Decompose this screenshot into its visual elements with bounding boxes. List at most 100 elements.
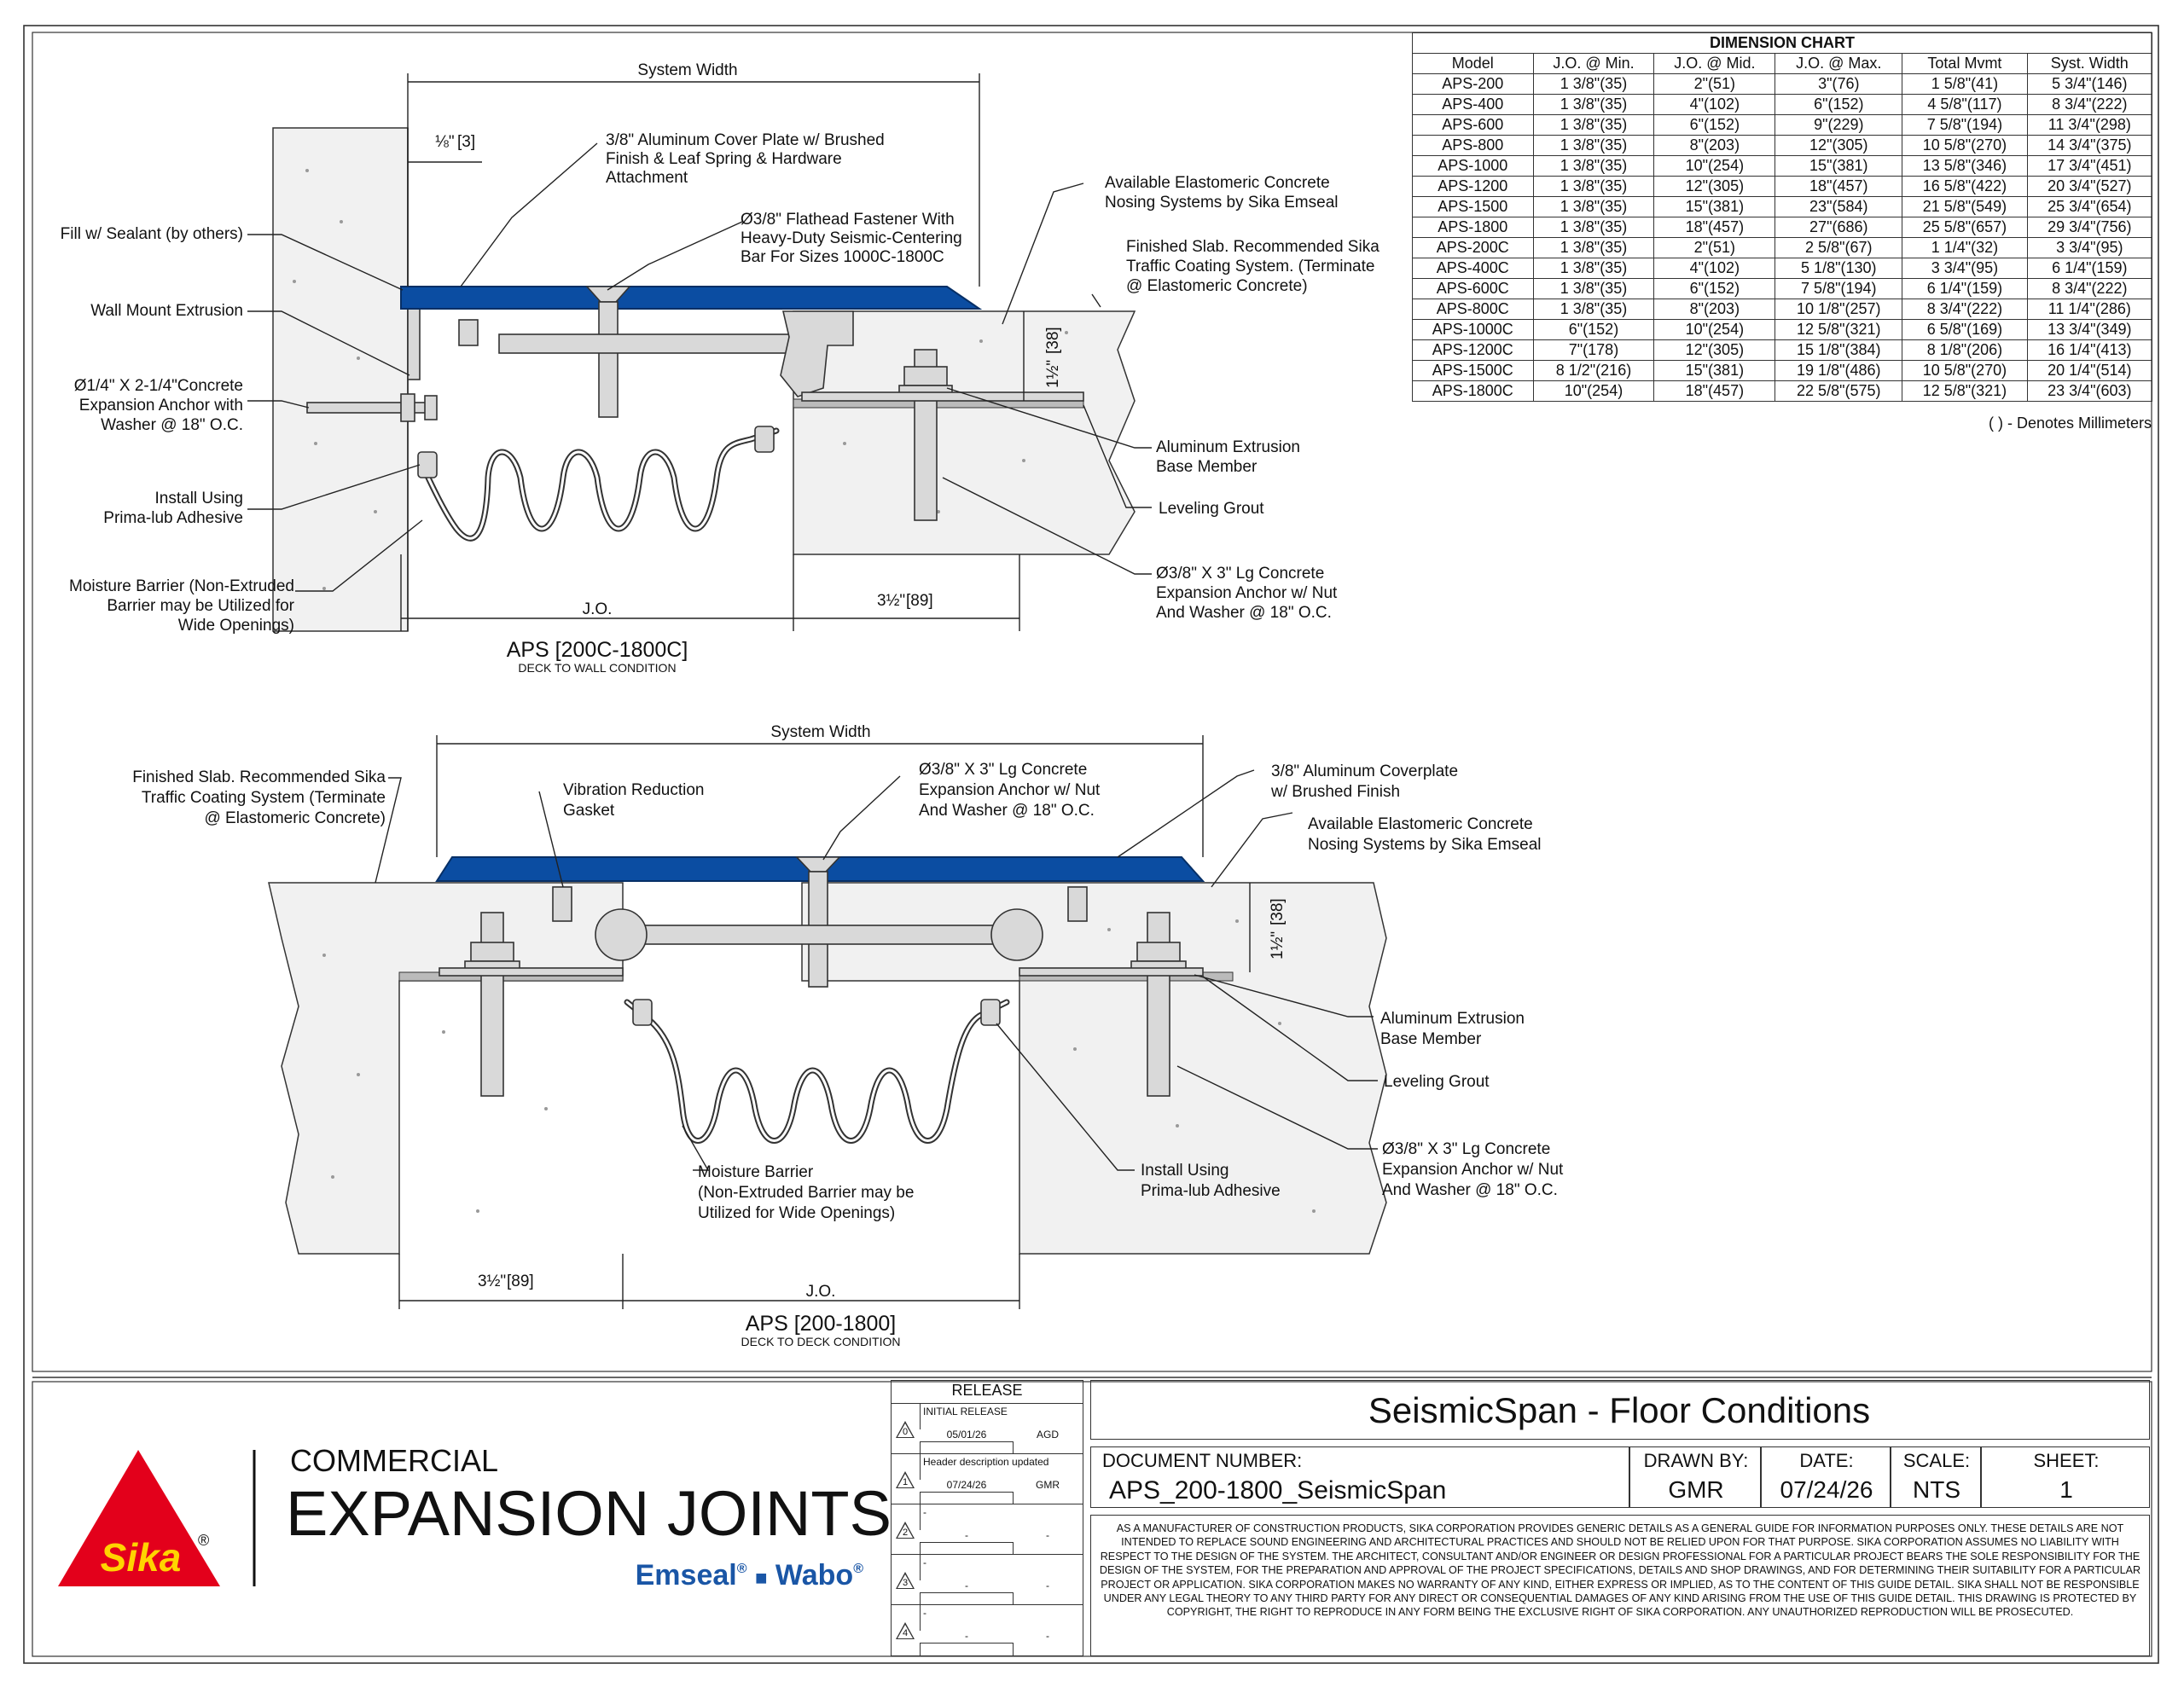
chart-cell: 3 3/4"(95)	[1902, 258, 2028, 279]
chart-cell: 1 3/8"(35)	[1532, 73, 1655, 95]
chart-cell: 2"(51)	[1653, 73, 1776, 95]
upper-system-width-label: System Width	[637, 61, 737, 79]
chart-cell: APS-1200	[1412, 176, 1534, 197]
doc-number-value: APS_200-1800_SeismicSpan	[1109, 1476, 1447, 1504]
drawing-area-frame	[32, 32, 2152, 1372]
sika-logo-triangle	[58, 1450, 220, 1586]
scale-value: NTS	[1913, 1476, 1960, 1503]
chart-cell: 5 1/8"(130)	[1774, 258, 1903, 279]
release-date: 05/01/26	[946, 1429, 987, 1441]
chart-cell: 13 5/8"(346)	[1902, 155, 2028, 177]
chart-cell: 1 3/8"(35)	[1532, 135, 1655, 156]
upper-detail-subtitle: DECK TO WALL CONDITION	[518, 661, 676, 675]
chart-cell: 8 3/4"(222)	[1902, 299, 2028, 320]
lower-rise-fraction: 1½"	[1269, 931, 1287, 959]
chart-cell: 8 1/8"(206)	[1902, 339, 2028, 361]
chart-cell: 8"(203)	[1653, 299, 1776, 320]
revision-number: 4	[902, 1628, 909, 1638]
release-date: -	[965, 1580, 968, 1591]
chart-cell: 12"(305)	[1774, 135, 1903, 156]
chart-header-cell: Model	[1412, 53, 1534, 74]
doc-number-box	[1090, 1446, 1629, 1508]
chart-cell: 6 5/8"(169)	[1902, 319, 2028, 340]
chart-cell: 1 3/8"(35)	[1532, 94, 1655, 115]
chart-header-cell: J.O. @ Max.	[1774, 53, 1903, 74]
dimension-chart-note: ( ) - Denotes Millimeters	[1988, 415, 2152, 432]
chart-cell: APS-800	[1412, 135, 1534, 156]
chart-cell: APS-200	[1412, 73, 1534, 95]
chart-cell: APS-400	[1412, 94, 1534, 115]
date-value: 07/24/26	[1780, 1476, 1873, 1503]
chart-cell: 18"(457)	[1774, 176, 1903, 197]
upper-concrete-speckle	[293, 169, 1068, 590]
chart-header-cell: Total Mvmt	[1902, 53, 2028, 74]
chart-cell: 10 5/8"(270)	[1902, 135, 2028, 156]
chart-cell: 6"(152)	[1653, 278, 1776, 299]
chart-header-cell: J.O. @ Mid.	[1653, 53, 1776, 74]
logo-line-commercial: COMMERCIAL	[290, 1443, 498, 1478]
chart-cell: 22 5/8"(575)	[1774, 380, 1903, 402]
release-by: -	[1046, 1529, 1049, 1541]
upper-base-fraction: 3½"	[877, 592, 905, 610]
upper-cover-plate[interactable]	[400, 286, 983, 310]
title-box	[1090, 1380, 2150, 1440]
logo-line-expansion-joints: EXPANSION JOINTS	[286, 1478, 892, 1549]
chart-cell: 1 3/8"(35)	[1532, 278, 1655, 299]
chart-cell: 11 1/4"(286)	[2026, 299, 2153, 320]
upper-label-sealant: Fill w/ Sealant (by others)	[61, 225, 243, 243]
revision-triangle-inner	[897, 1524, 913, 1538]
release-by: GMR	[1036, 1479, 1060, 1491]
release-entry: 3---	[891, 1554, 1083, 1605]
lower-detail-subtitle: DECK TO DECK CONDITION	[741, 1335, 901, 1348]
upper-detail-title: APS [200C-1800C]	[507, 638, 688, 662]
lower-right-slab-concrete	[801, 882, 1387, 1255]
lower-detail: System Width 1½" [38] 3½" [89] J.O. APS …	[132, 723, 1564, 1348]
chart-cell: 1 3/8"(35)	[1532, 155, 1655, 177]
chart-cell: 15"(381)	[1653, 196, 1776, 217]
chart-cell: 1 1/4"(32)	[1902, 237, 2028, 258]
release-date-cell	[920, 1643, 1014, 1655]
chart-cell: 15"(381)	[1774, 155, 1903, 177]
release-desc-cell	[920, 1605, 1083, 1631]
chart-cell: 1 5/8"(41)	[1902, 73, 2028, 95]
revision-triangle-inner	[897, 1574, 913, 1588]
chart-header-cell: J.O. @ Min.	[1532, 53, 1655, 74]
sika-logo-registered: ®	[198, 1532, 209, 1549]
chart-cell: 7 5/8"(194)	[1774, 278, 1903, 299]
release-entry: 4---	[891, 1604, 1083, 1655]
chart-cell: 17 3/4"(451)	[2026, 155, 2153, 177]
release-date-cell	[920, 1492, 1014, 1504]
doc-number-label: DOCUMENT NUMBER:	[1102, 1450, 1303, 1471]
release-description: INITIAL RELEASE	[923, 1406, 1008, 1417]
chart-cell: 18"(457)	[1653, 380, 1776, 402]
chart-cell: 16 5/8"(422)	[1902, 176, 2028, 197]
centering-bar	[498, 333, 790, 354]
chart-cell: 8 3/4"(222)	[2026, 94, 2153, 115]
release-description: -	[923, 1557, 926, 1568]
sika-logo-wordmark: Sika	[101, 1535, 182, 1580]
release-by: -	[1046, 1580, 1049, 1591]
revision-number: 0	[902, 1427, 909, 1437]
logo-sub-brands: Emseal® ■ Wabo®	[636, 1559, 864, 1591]
upper-rise-fraction: 1½"	[1044, 360, 1062, 388]
chart-cell: APS-600C	[1412, 278, 1534, 299]
chart-cell: 12 5/8"(321)	[1902, 380, 2028, 402]
chart-cell: APS-200C	[1412, 237, 1534, 258]
